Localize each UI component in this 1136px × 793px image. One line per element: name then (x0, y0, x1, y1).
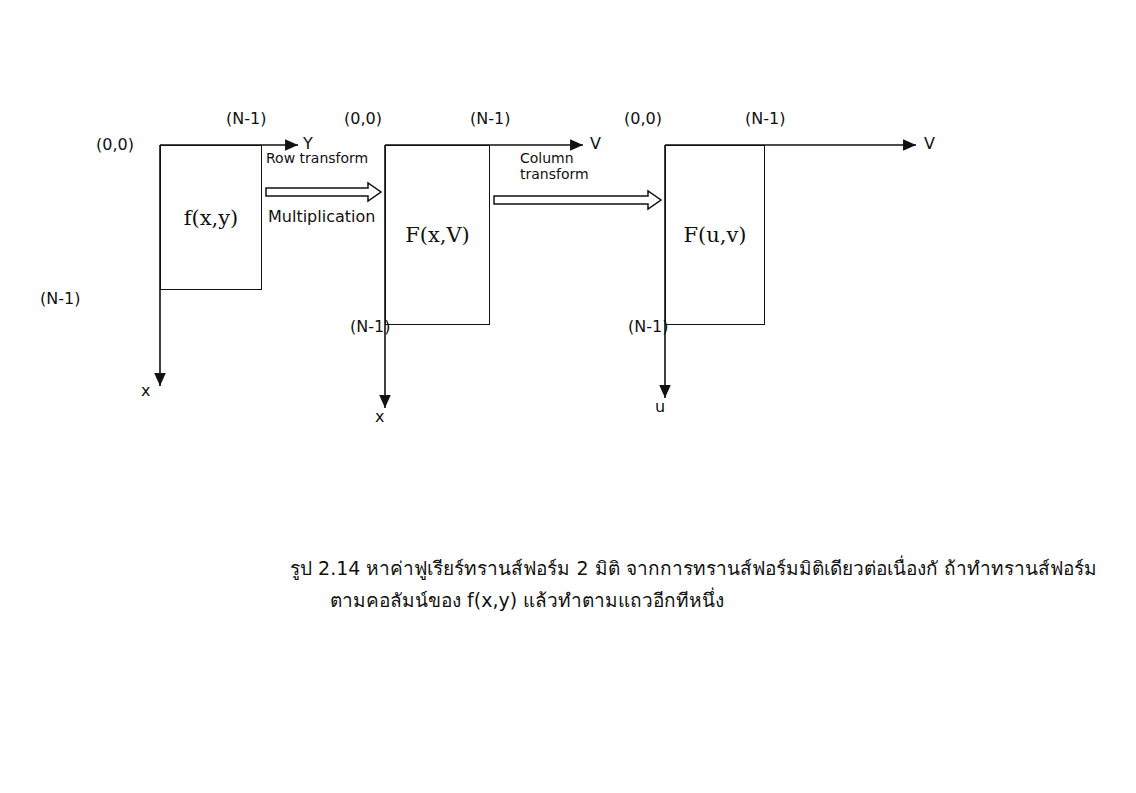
axis-label: (N-1) (40, 290, 80, 308)
box-label: f(x,y) (184, 206, 239, 230)
edge-label: Column transform (520, 150, 600, 182)
axis-name: x (375, 408, 384, 426)
axis-name: V (924, 135, 935, 153)
axis-label: (0,0) (344, 110, 382, 128)
axis-label: (0,0) (624, 110, 662, 128)
transform-matrix-box: f(x,y) (160, 145, 262, 290)
axis-label: (N-1) (745, 110, 785, 128)
axis-name: x (141, 382, 150, 400)
edge-label: Row transform (266, 150, 376, 166)
transform-arrow (494, 191, 661, 209)
axis-name: V (590, 135, 601, 153)
transform-matrix-box: F(u,v) (665, 145, 765, 325)
axis-label: (N-1) (628, 318, 668, 336)
axis-name: u (655, 398, 665, 416)
box-label: F(u,v) (683, 223, 746, 247)
axis-label: (N-1) (226, 110, 266, 128)
axis-label: (N-1) (350, 318, 390, 336)
figure-caption: รูป 2.14 หาค่าฟูเรียร์ทรานส์ฟอร์ม 2 มิติ… (290, 552, 1130, 616)
box-label: F(x,V) (405, 223, 470, 247)
axis-label: (0,0) (96, 136, 134, 154)
transform-matrix-box: F(x,V) (385, 145, 490, 325)
transform-arrow (266, 183, 381, 201)
axis-label: (N-1) (470, 110, 510, 128)
axis-label: Multiplication (268, 208, 375, 226)
